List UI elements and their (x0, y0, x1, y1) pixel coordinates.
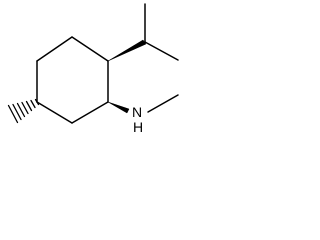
hydrogen-label: H (133, 119, 143, 135)
n-methyl-bond (147, 94, 179, 113)
ring-bond (71, 101, 109, 124)
wedge-bond-amine (107, 101, 130, 114)
ring-bond (71, 36, 109, 62)
ring-bond (36, 36, 73, 62)
ring-bond (36, 101, 73, 124)
nitrogen-label: N (132, 104, 142, 120)
wedge-bond-isopropyl (107, 39, 147, 62)
molecule-drawing: N H (7, 3, 179, 135)
structure-diagram: N H (0, 0, 182, 142)
hashed-bond-methyl (7, 98, 40, 124)
isopropyl-bond (144, 41, 179, 61)
